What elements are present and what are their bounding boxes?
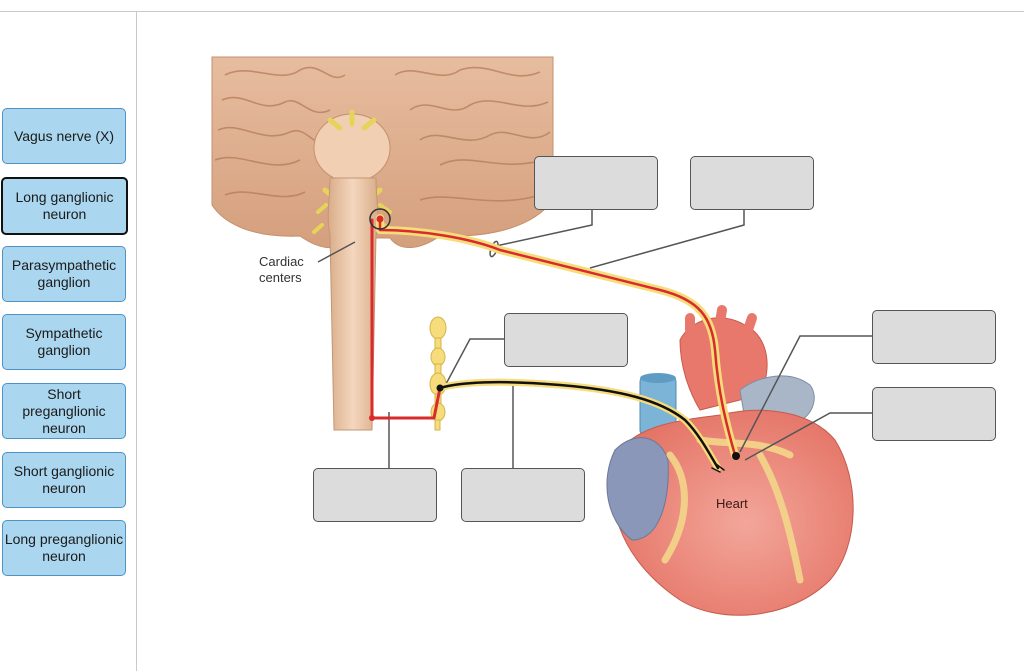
- drop-target-box-5[interactable]: [872, 387, 996, 441]
- drop-target-box-2[interactable]: [690, 156, 814, 210]
- cardiac-label: Cardiac: [259, 254, 304, 269]
- heart-label: Heart: [716, 496, 748, 511]
- drop-target-box-3[interactable]: [504, 313, 628, 367]
- drop-target-box-6[interactable]: [313, 468, 437, 522]
- drop-target-box-7[interactable]: [461, 468, 585, 522]
- heart-illustration: [607, 310, 853, 615]
- drop-target-box-4[interactable]: [872, 310, 996, 364]
- centers-label: centers: [259, 270, 302, 285]
- drop-target-box-1[interactable]: [534, 156, 658, 210]
- sympathetic-chain-illustration: [430, 317, 446, 430]
- cardiac-plexus-point: [732, 452, 740, 460]
